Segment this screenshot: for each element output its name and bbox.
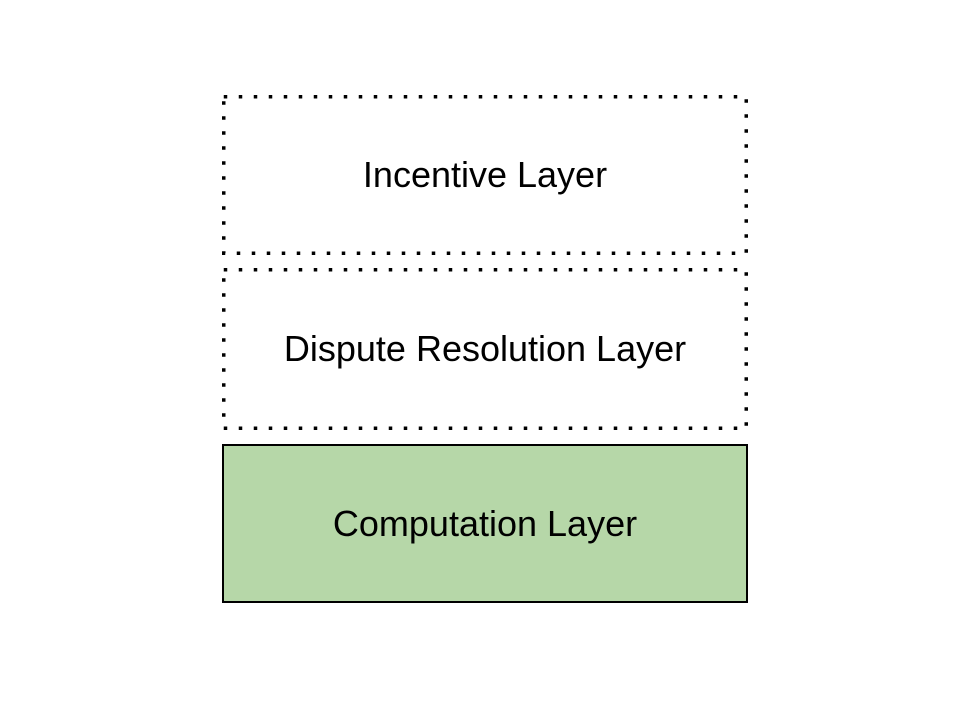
- layer-box-computation: Computation Layer: [222, 444, 748, 603]
- layer-box-incentive: Incentive Layer: [222, 95, 748, 255]
- layer-label-dispute-resolution: Dispute Resolution Layer: [283, 328, 687, 370]
- layer-box-dispute-resolution: Dispute Resolution Layer: [222, 268, 748, 430]
- layer-label-computation: Computation Layer: [332, 502, 638, 544]
- layer-label-incentive: Incentive Layer: [362, 154, 608, 196]
